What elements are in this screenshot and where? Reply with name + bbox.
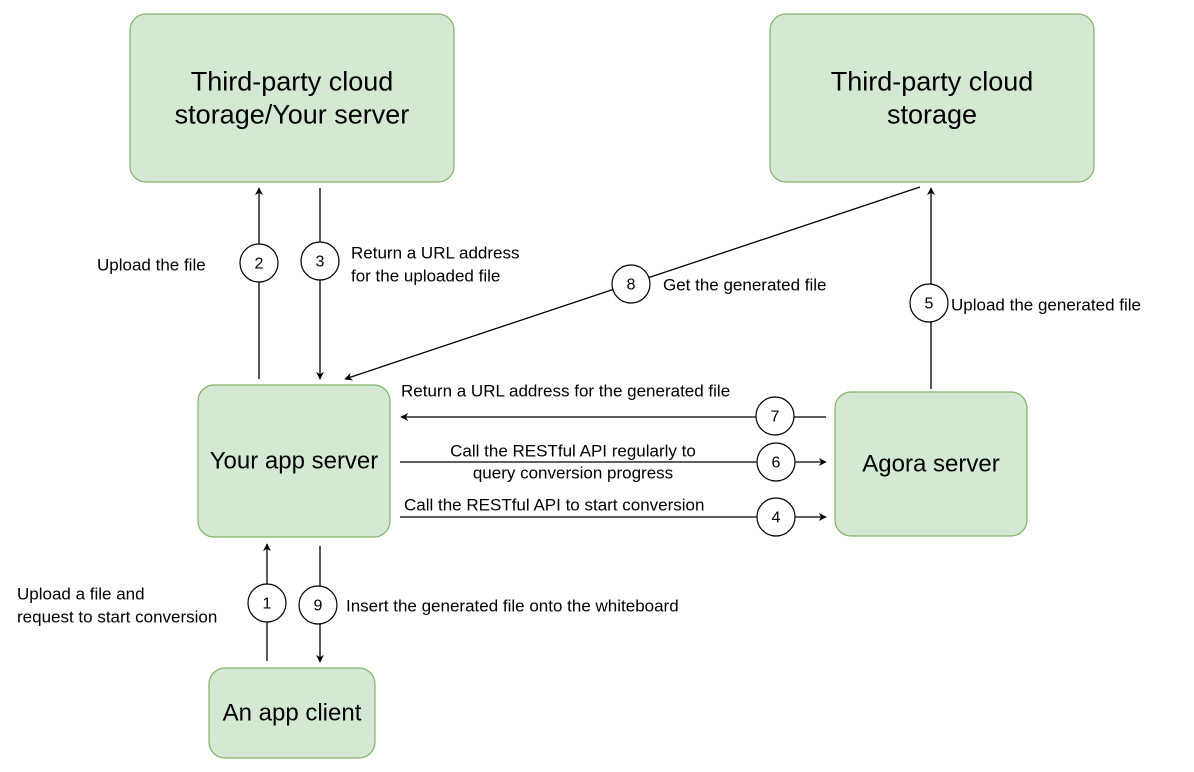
step-number: 6 <box>772 455 781 472</box>
step-label: Get the generated file <box>663 276 827 295</box>
step-circle <box>298 585 338 625</box>
step-number: 4 <box>772 510 781 527</box>
step-number: 5 <box>925 296 934 313</box>
node-box <box>129 13 455 183</box>
node-label: Your app server <box>210 448 379 475</box>
step-label: for the uploaded file <box>351 267 500 286</box>
step-label: Return a URL address for the generated f… <box>401 382 730 401</box>
step-label: Insert the generated file onto the white… <box>346 597 679 616</box>
step-circle <box>755 396 795 436</box>
node-app-client: An app client <box>208 667 376 759</box>
step-2: 2 Upload the file <box>97 243 279 283</box>
step-3: 3 Return a URL address for the uploaded fi… <box>300 241 520 286</box>
node-label: storage <box>887 100 977 130</box>
node-agora-server: Agora server <box>834 391 1028 537</box>
step-circle <box>909 283 949 323</box>
step-number: 9 <box>314 598 323 615</box>
step-circle <box>247 583 287 623</box>
node-box <box>197 384 391 538</box>
node-label: Third-party cloud <box>831 67 1034 97</box>
step-number: 2 <box>255 256 264 273</box>
step-9: 9 Insert the generated file onto the whit… <box>298 585 679 625</box>
step-5: 5 Upload the generated file <box>909 283 1141 323</box>
step-number: 7 <box>771 409 780 426</box>
node-app-server: Your app server <box>197 384 391 538</box>
step-circle <box>756 442 796 482</box>
step-circle <box>239 243 279 283</box>
step-6: 6 Call the RESTful API regularly to query … <box>450 442 796 483</box>
step-circle <box>611 264 651 304</box>
step-circle <box>756 497 796 537</box>
step-1: 1 Upload a file and request to start conve… <box>17 583 287 627</box>
step-number: 3 <box>316 254 325 271</box>
node-label: Agora server <box>862 451 999 478</box>
step-8: 8 Get the generated file <box>611 264 827 304</box>
node-label: storage/Your server <box>175 100 410 130</box>
step-label: Upload the file <box>97 256 206 275</box>
node-label: Third-party cloud <box>191 67 394 97</box>
step-label: Upload the generated file <box>951 296 1141 315</box>
step-4: 4 Call the RESTful API to start conversio… <box>404 496 796 537</box>
step-label: query conversion progress <box>473 464 673 483</box>
node-box <box>769 13 1095 183</box>
step-label: Return a URL address <box>351 244 520 263</box>
step-label: Call the RESTful API to start conversion <box>404 496 704 515</box>
step-7: 7 Return a URL address for the generated … <box>401 382 795 436</box>
node-box <box>834 391 1028 537</box>
node-box <box>208 667 376 759</box>
step-label: request to start conversion <box>17 608 217 627</box>
step-number: 8 <box>627 277 636 294</box>
step-label: Call the RESTful API regularly to <box>450 442 696 461</box>
step-circle <box>300 241 340 281</box>
step-label: Upload a file and <box>17 585 145 604</box>
step-number: 1 <box>263 596 272 613</box>
node-label: An app client <box>223 700 362 727</box>
